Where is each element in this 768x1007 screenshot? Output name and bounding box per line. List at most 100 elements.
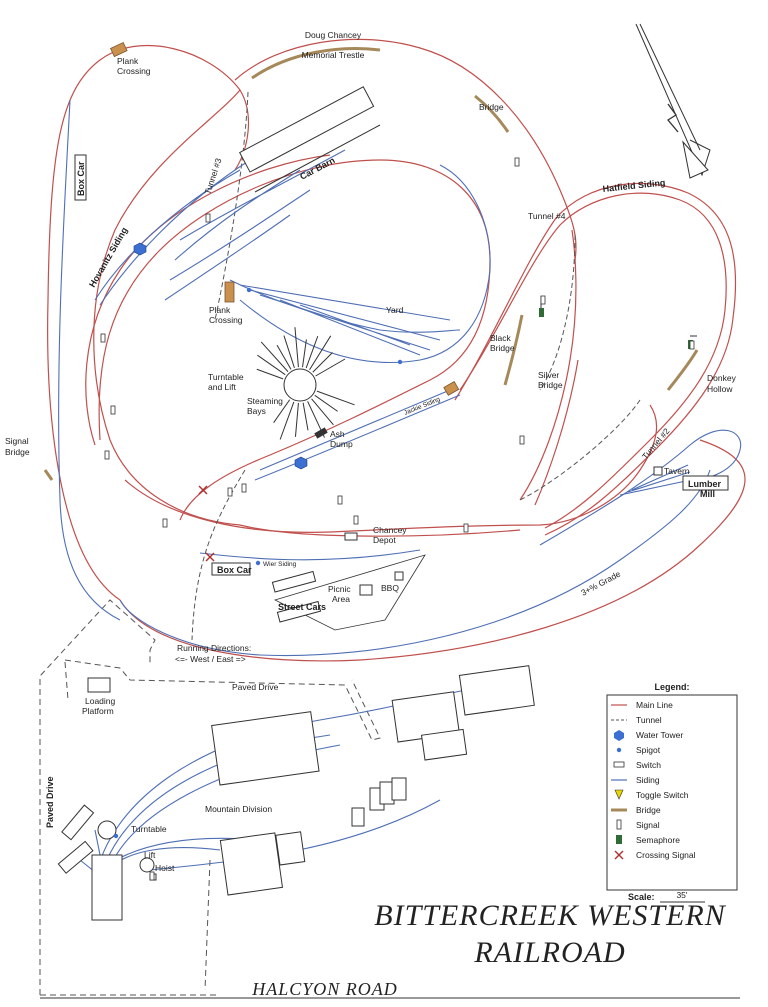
- steaming-bay: [260, 341, 289, 372]
- signal-icon: [205, 213, 211, 223]
- legend-item: Switch: [613, 760, 661, 770]
- steaming-bay: [294, 327, 299, 368]
- label-doug-chancey-1: Doug Chancey: [305, 30, 362, 40]
- steaming-bay: [316, 390, 355, 406]
- legend-heading: Legend:: [655, 682, 690, 692]
- signal-icon: [463, 523, 469, 533]
- label-lumber-mill-2: Mill: [700, 489, 715, 499]
- legend-item: Main Line: [611, 700, 673, 710]
- steaming-bay: [312, 352, 333, 373]
- signal-icon: [110, 405, 116, 415]
- siding-tracks: [58, 99, 742, 881]
- label-ash-dump-1: Ash: [330, 429, 345, 439]
- legend-item-label: Toggle Switch: [636, 790, 689, 800]
- legend-item-label: Signal: [636, 820, 660, 830]
- label-steaming-bays-2: Bays: [247, 406, 266, 416]
- label-plank-crossing-top-2: Crossing: [117, 66, 151, 76]
- plank-crossing-black-bridge-icon: [443, 380, 460, 396]
- label-west-east: <=- West / East =>: [175, 654, 246, 664]
- tunnel-sections: [191, 91, 641, 641]
- crossing-signal-icon: [198, 485, 208, 495]
- label-ash-dump-2: Dump: [330, 439, 353, 449]
- steaming-bay: [283, 335, 295, 369]
- label-signal-bridge-1: Signal: [5, 436, 29, 446]
- steaming-bay: [315, 358, 346, 377]
- plank-crossing-top-icon: [110, 41, 128, 58]
- label-donkey-hollow-1: Donkey: [707, 373, 737, 383]
- steaming-bay: [311, 398, 334, 426]
- label-black-bridge-1: Black: [490, 333, 512, 343]
- legend-item-label: Switch: [636, 760, 661, 770]
- north-arrow-icon: [635, 23, 711, 179]
- spigot-icon: [246, 287, 252, 293]
- steaming-bay: [305, 335, 319, 369]
- legend-item: Crossing Signal: [614, 850, 696, 860]
- paved-drive-inner: [64, 661, 69, 701]
- label-running-directions: Running Directions:: [177, 643, 251, 653]
- picnic-area: [271, 554, 426, 631]
- mountain-division-structures: [57, 665, 535, 921]
- label-turntable-lift-1: Turntable: [208, 372, 244, 382]
- signal-icon: [100, 333, 106, 343]
- label-yard: Yard: [386, 305, 404, 315]
- legend-item-label: Siding: [636, 775, 660, 785]
- label-doug-chancey-2: Memorial Trestle: [302, 50, 365, 60]
- steaming-bay: [256, 368, 284, 380]
- label-loading-platform-2: Platform: [82, 706, 114, 716]
- box-car-bottom: [211, 562, 251, 576]
- legend-item-label: Water Tower: [636, 730, 683, 740]
- label-hatfield-siding: Hatfield Siding: [602, 177, 666, 194]
- legend-item-label: Tunnel: [636, 715, 662, 725]
- signal-icon: [540, 295, 546, 305]
- water-tower-icon: [294, 456, 308, 470]
- tavern-building: [653, 466, 663, 476]
- crossing-signal-icon: [614, 850, 624, 860]
- legend-item: Semaphore: [616, 835, 680, 845]
- crossing-signal-icon: [205, 552, 215, 562]
- signal-icon: [689, 340, 695, 350]
- plank-crossing-mid-icon: [224, 281, 235, 303]
- box-car-left: [74, 154, 87, 201]
- label-tavern: Tavern: [664, 466, 690, 476]
- paved-drive-outline: [39, 599, 381, 996]
- car-barn: [238, 86, 381, 193]
- main-line-tracks: [47, 38, 746, 662]
- toggle-switch-icon: [614, 789, 624, 800]
- spigot-icon: [255, 560, 261, 566]
- legend-item: Spigot: [616, 745, 661, 755]
- label-picnic-area-1: Picnic: [328, 584, 351, 594]
- legend-item-label: Main Line: [636, 700, 673, 710]
- spigot-icon: [616, 747, 622, 753]
- semaphore-icon: [616, 835, 622, 844]
- label-hoist: Hoist: [155, 863, 175, 873]
- label-lumber-mill-1: Lumber: [688, 479, 722, 489]
- steaming-bay: [294, 402, 299, 437]
- spigot-icon: [397, 359, 403, 365]
- label-signal-bridge-2: Bridge: [5, 447, 30, 457]
- label-plank-crossing-mid-2: Crossing: [209, 315, 243, 325]
- turntable-roundhouse: [256, 327, 355, 440]
- legend-item: Signal: [616, 819, 660, 830]
- signal-icon: [104, 450, 110, 460]
- label-silver-bridge-1: Silver: [538, 370, 559, 380]
- lumber-mill-building: [682, 475, 729, 491]
- label-picnic-area-2: Area: [332, 594, 350, 604]
- legend-item: Siding: [611, 775, 660, 785]
- spigot-icon: [113, 833, 119, 839]
- label-chancey-depot-2: Depot: [373, 535, 396, 545]
- legend-item-label: Semaphore: [636, 835, 680, 845]
- label-street-cars: Street Cars: [278, 602, 326, 612]
- label-chancey-depot-1: Chancey: [373, 525, 407, 535]
- label-bbq: BBQ: [381, 583, 399, 593]
- steaming-bay: [314, 394, 338, 412]
- legend-item-label: Spigot: [636, 745, 661, 755]
- label-jackie-siding: Jackie Siding: [403, 396, 441, 417]
- ash-dump-icon: [314, 427, 328, 439]
- bridge-segments: [43, 47, 699, 481]
- label-donkey-hollow-2: Hollow: [707, 384, 733, 394]
- label-paved-drive-side: Paved Drive: [45, 776, 55, 828]
- map-title-line1: BITTERCREEK WESTERN: [374, 899, 726, 932]
- label-tunnel3: Tunnel #3: [202, 157, 223, 196]
- steaming-bay: [309, 335, 332, 371]
